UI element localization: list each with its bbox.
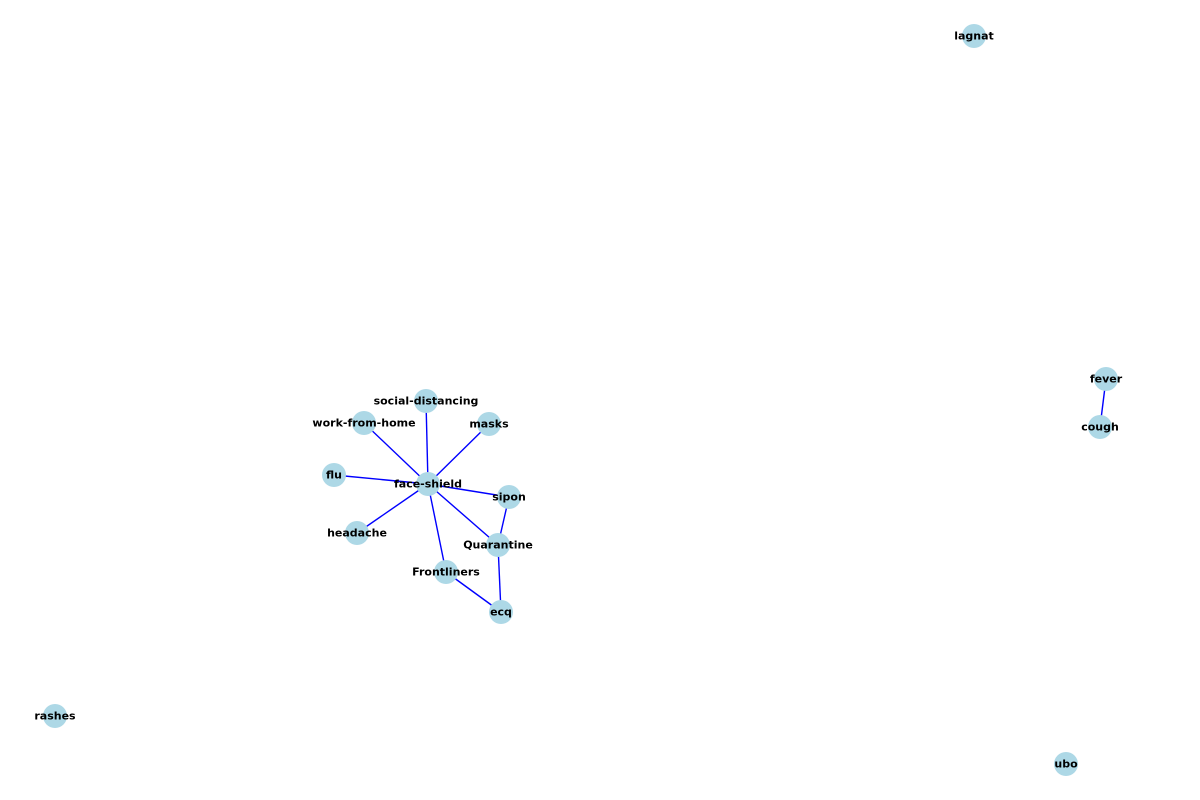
node-label: face-shield xyxy=(394,478,462,491)
node-circle xyxy=(962,24,986,48)
node-circle xyxy=(322,463,346,487)
node-label: lagnat xyxy=(954,30,994,43)
node-circle xyxy=(1088,415,1112,439)
node-rashes: rashes xyxy=(34,704,76,728)
node-cough: cough xyxy=(1081,415,1119,439)
node-circle xyxy=(434,560,458,584)
node-face-shield: face-shield xyxy=(394,472,462,496)
node-circle xyxy=(489,600,513,624)
node-sipon: sipon xyxy=(492,485,526,509)
node-label: Quarantine xyxy=(463,539,533,552)
node-Quarantine: Quarantine xyxy=(463,533,533,557)
node-fever: fever xyxy=(1090,367,1123,391)
edge-face-shield-social-distancing xyxy=(425,400,429,485)
edge-face-shield-flu xyxy=(333,474,429,485)
edge-face-shield-Frontliners xyxy=(427,483,447,573)
node-flu: flu xyxy=(322,463,346,487)
node-circle xyxy=(416,472,440,496)
node-masks: masks xyxy=(469,412,509,436)
node-circle xyxy=(352,411,376,435)
node-label: ecq xyxy=(490,606,512,619)
nodes-layer: lagnat fever cough social-distancing work-fr… xyxy=(34,24,1123,776)
node-circle xyxy=(477,412,501,436)
node-circle xyxy=(345,521,369,545)
node-circle xyxy=(486,533,510,557)
edge-face-shield-masks xyxy=(427,423,490,485)
edge-face-shield-Quarantine xyxy=(427,483,499,546)
node-label: Frontliners xyxy=(412,566,480,579)
node-lagnat: lagnat xyxy=(954,24,994,48)
node-social-distancing: social-distancing xyxy=(374,389,479,413)
edge-face-shield-headache xyxy=(356,483,429,534)
node-label: work-from-home xyxy=(312,417,415,430)
edge-face-shield-work-from-home xyxy=(363,422,429,485)
node-circle xyxy=(414,389,438,413)
node-label: masks xyxy=(469,418,509,431)
node-label: fever xyxy=(1090,373,1123,386)
node-circle xyxy=(1054,752,1078,776)
node-ecq: ecq xyxy=(489,600,513,624)
node-label: sipon xyxy=(492,491,526,504)
node-headache: headache xyxy=(327,521,387,545)
node-label: cough xyxy=(1081,421,1119,434)
node-circle xyxy=(497,485,521,509)
node-label: flu xyxy=(326,469,342,482)
node-ubo: ubo xyxy=(1054,752,1078,776)
node-label: social-distancing xyxy=(374,395,479,408)
node-label: ubo xyxy=(1054,758,1078,771)
node-label: headache xyxy=(327,527,387,540)
node-Frontliners: Frontliners xyxy=(412,560,480,584)
node-label: rashes xyxy=(34,710,76,723)
node-circle xyxy=(43,704,67,728)
edge-face-shield-sipon xyxy=(427,483,510,498)
node-circle xyxy=(1094,367,1118,391)
node-work-from-home: work-from-home xyxy=(312,411,416,435)
